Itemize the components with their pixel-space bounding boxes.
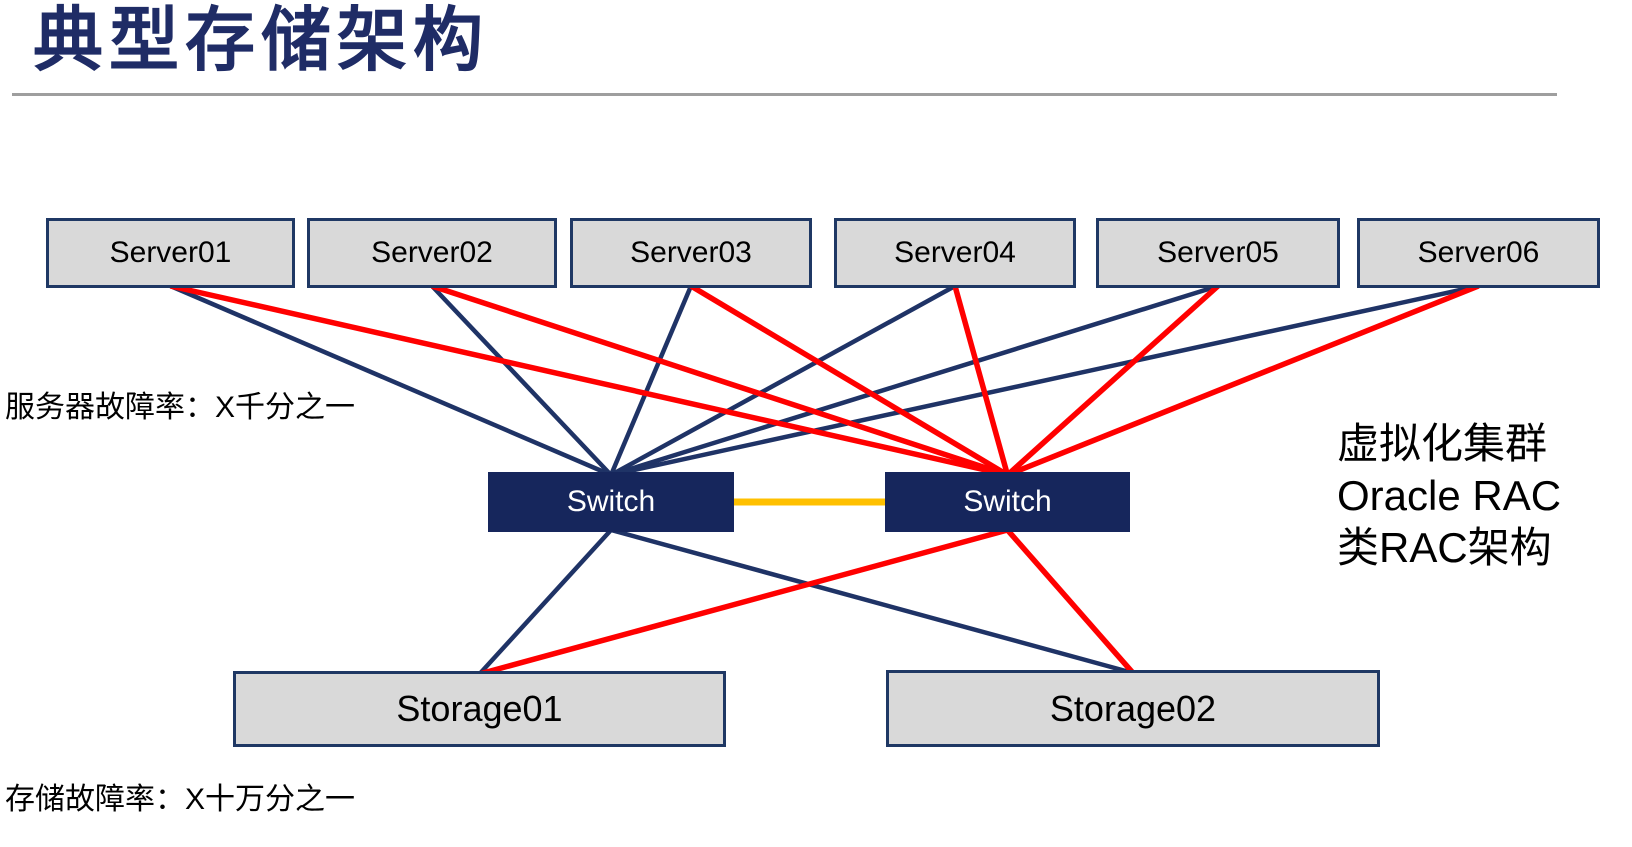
switch-right-label: Switch (963, 485, 1052, 518)
link-switch-2-to-storage-1 (478, 527, 1009, 677)
link-server-3-to-switch-2 (689, 283, 1009, 478)
storage-failure-rate-label: 存储故障率：X十万分之一 (5, 783, 356, 816)
node-switch-right: Switch (885, 472, 1130, 532)
server-failure-rate-label: 服务器故障率：X千分之一 (5, 391, 356, 424)
server02-label: Server02 (371, 236, 493, 269)
server05-label: Server05 (1157, 236, 1279, 269)
link-server-2-to-switch-2 (431, 283, 1009, 478)
cluster-note-line1: 虚拟化集群 (1337, 420, 1548, 467)
title-divider (12, 93, 1557, 96)
storage01-label: Storage01 (396, 688, 563, 729)
link-server-3-to-switch-1 (608, 285, 694, 476)
server06-label: Server06 (1417, 236, 1540, 269)
link-switch-1-to-storage-1 (477, 528, 613, 676)
server04-label: Server04 (894, 236, 1016, 269)
link-switch-2-to-storage-2 (1005, 528, 1136, 675)
link-server-4-to-switch-1 (609, 284, 957, 477)
node-server02: Server02 (307, 218, 557, 288)
link-server-5-to-switch-2 (1005, 283, 1220, 478)
link-server-5-to-switch-1 (610, 283, 1219, 478)
node-server03: Server03 (570, 218, 812, 288)
node-switch-left: Switch (488, 472, 734, 532)
cluster-architecture-note: 虚拟化集群 Oracle RAC 类RAC架构 (1337, 418, 1561, 574)
node-storage01: Storage01 (233, 671, 726, 747)
link-switch-1-to-storage-2 (610, 527, 1134, 676)
slide-title: 典型存储架构 (33, 1, 489, 79)
server03-label: Server03 (630, 236, 752, 269)
node-storage02: Storage02 (886, 670, 1380, 747)
link-server-6-to-switch-1 (610, 283, 1479, 478)
link-server-2-to-switch-1 (430, 284, 613, 477)
link-server-6-to-switch-2 (1006, 283, 1480, 478)
storage02-label: Storage02 (1049, 687, 1217, 729)
cluster-note-line3: 类RAC架构 (1337, 524, 1552, 571)
node-server01: Server01 (46, 218, 295, 288)
link-server-1-to-switch-2 (169, 283, 1009, 478)
node-server04: Server04 (834, 218, 1076, 288)
link-server-4-to-switch-2 (952, 285, 1011, 476)
node-server06: Server06 (1357, 218, 1600, 288)
cluster-note-line2: Oracle RAC (1337, 472, 1562, 519)
node-server05: Server05 (1096, 218, 1340, 288)
server01-label: Server01 (109, 236, 232, 269)
link-server-1-to-switch-1 (169, 283, 612, 478)
switch-left-label: Switch (566, 485, 656, 518)
